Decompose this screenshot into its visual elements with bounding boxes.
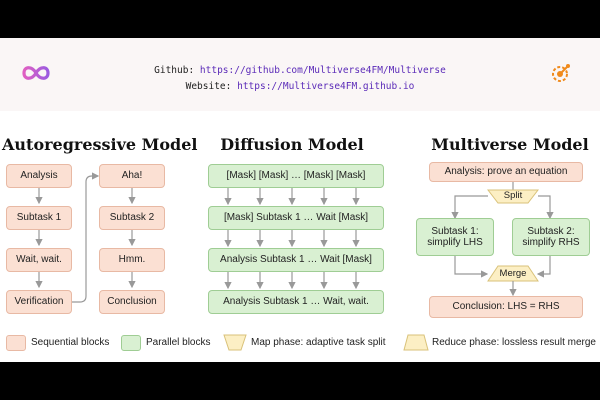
diffusion-row-3: Analysis Subtask 1 … Wait [Mask] <box>208 248 384 272</box>
github-link[interactable]: https://github.com/Multiverse4FM/Multive… <box>199 65 446 76</box>
figure-canvas: Github: https://github.com/Multiverse4FM… <box>0 38 600 362</box>
website-link[interactable]: https://Multiverse4FM.github.io <box>237 81 415 92</box>
ar-box-hmm: Hmm. <box>99 248 165 272</box>
ar-box-subtask2: Subtask 2 <box>99 206 165 230</box>
legend-sequential-label: Sequential blocks <box>31 337 110 348</box>
legend-parallel-label: Parallel blocks <box>146 337 211 348</box>
map-phase-legend-shape <box>223 334 247 351</box>
connector-lines <box>35 172 554 351</box>
multiverse-logo-icon <box>552 64 570 82</box>
mv-box-subtask2: Subtask 2: simplify RHS <box>512 218 590 256</box>
ar-box-wait: Wait, wait. <box>6 248 72 272</box>
mv-box-analysis: Analysis: prove an equation <box>429 162 583 182</box>
diffusion-title: Diffusion Model <box>220 135 364 154</box>
mv-merge-label: Merge <box>499 267 527 279</box>
multiverse-title: Multiverse Model <box>431 135 589 154</box>
infinity-logo-icon <box>22 66 50 80</box>
github-label: Github: <box>154 65 195 76</box>
website-label: Website: <box>185 81 232 92</box>
mv-split-label: Split <box>503 190 523 202</box>
diffusion-row-4: Analysis Subtask 1 … Wait, wait. <box>208 290 384 314</box>
ar-box-aha: Aha! <box>99 164 165 188</box>
header-banner: Github: https://github.com/Multiverse4FM… <box>0 38 600 111</box>
ar-box-subtask1: Subtask 1 <box>6 206 72 230</box>
legend-map-label: Map phase: adaptive task split <box>251 337 386 348</box>
ar-box-analysis: Analysis <box>6 164 72 188</box>
mv-box-subtask1: Subtask 1: simplify LHS <box>416 218 494 256</box>
ar-box-verification: Verification <box>6 290 72 314</box>
split-phase-shape <box>486 189 540 204</box>
legend-sequential-swatch <box>6 335 26 351</box>
diffusion-row-2: [Mask] Subtask 1 … Wait [Mask] <box>208 206 384 230</box>
legend-reduce-label: Reduce phase: lossless result merge <box>432 337 596 348</box>
diffusion-row-1: [Mask] [Mask] … [Mask] [Mask] <box>208 164 384 188</box>
mv-box-conclusion: Conclusion: LHS = RHS <box>429 296 583 318</box>
github-line: Github: https://github.com/Multiverse4FM… <box>0 65 600 76</box>
reduce-phase-legend-shape <box>403 334 429 351</box>
website-line: Website: https://Multiverse4FM.github.io <box>0 81 600 92</box>
merge-phase-shape <box>487 265 539 282</box>
legend-parallel-swatch <box>121 335 141 351</box>
ar-box-conclusion: Conclusion <box>99 290 165 314</box>
autoregressive-title: Autoregressive Model <box>2 135 198 154</box>
